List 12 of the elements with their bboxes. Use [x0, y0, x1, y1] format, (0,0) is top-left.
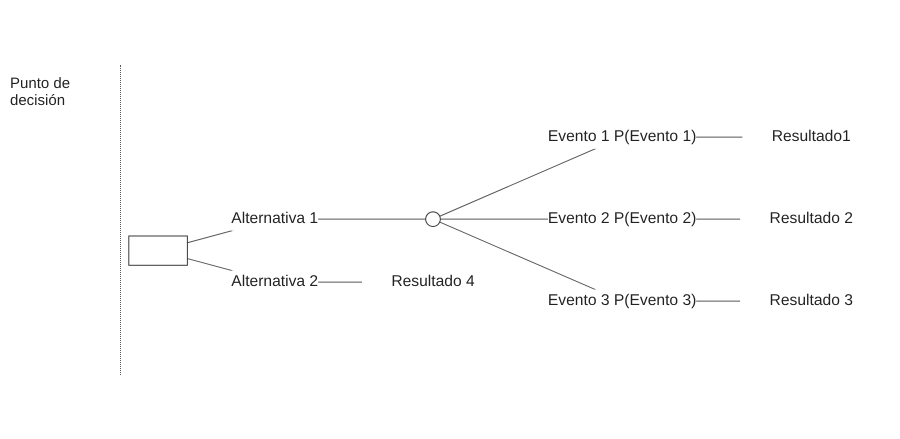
annotation-label: Punto de decisión	[10, 74, 72, 108]
edge-label: Evento 3 P(Evento 3)	[548, 292, 696, 310]
node-text: Resultado 2	[770, 210, 853, 228]
edge-label: Alternativa 1	[231, 210, 318, 228]
edge-label: Evento 2 P(Evento 2)	[548, 210, 696, 228]
node-box	[128, 236, 188, 266]
node-circle	[425, 212, 441, 228]
node-text: Resultado1	[772, 128, 851, 146]
node-text: Resultado 3	[770, 292, 853, 310]
node-text: Resultado 4	[391, 274, 475, 290]
edge-label: Alternativa 2	[231, 274, 318, 290]
edge-label: Evento 1 P(Evento 1)	[548, 128, 696, 146]
